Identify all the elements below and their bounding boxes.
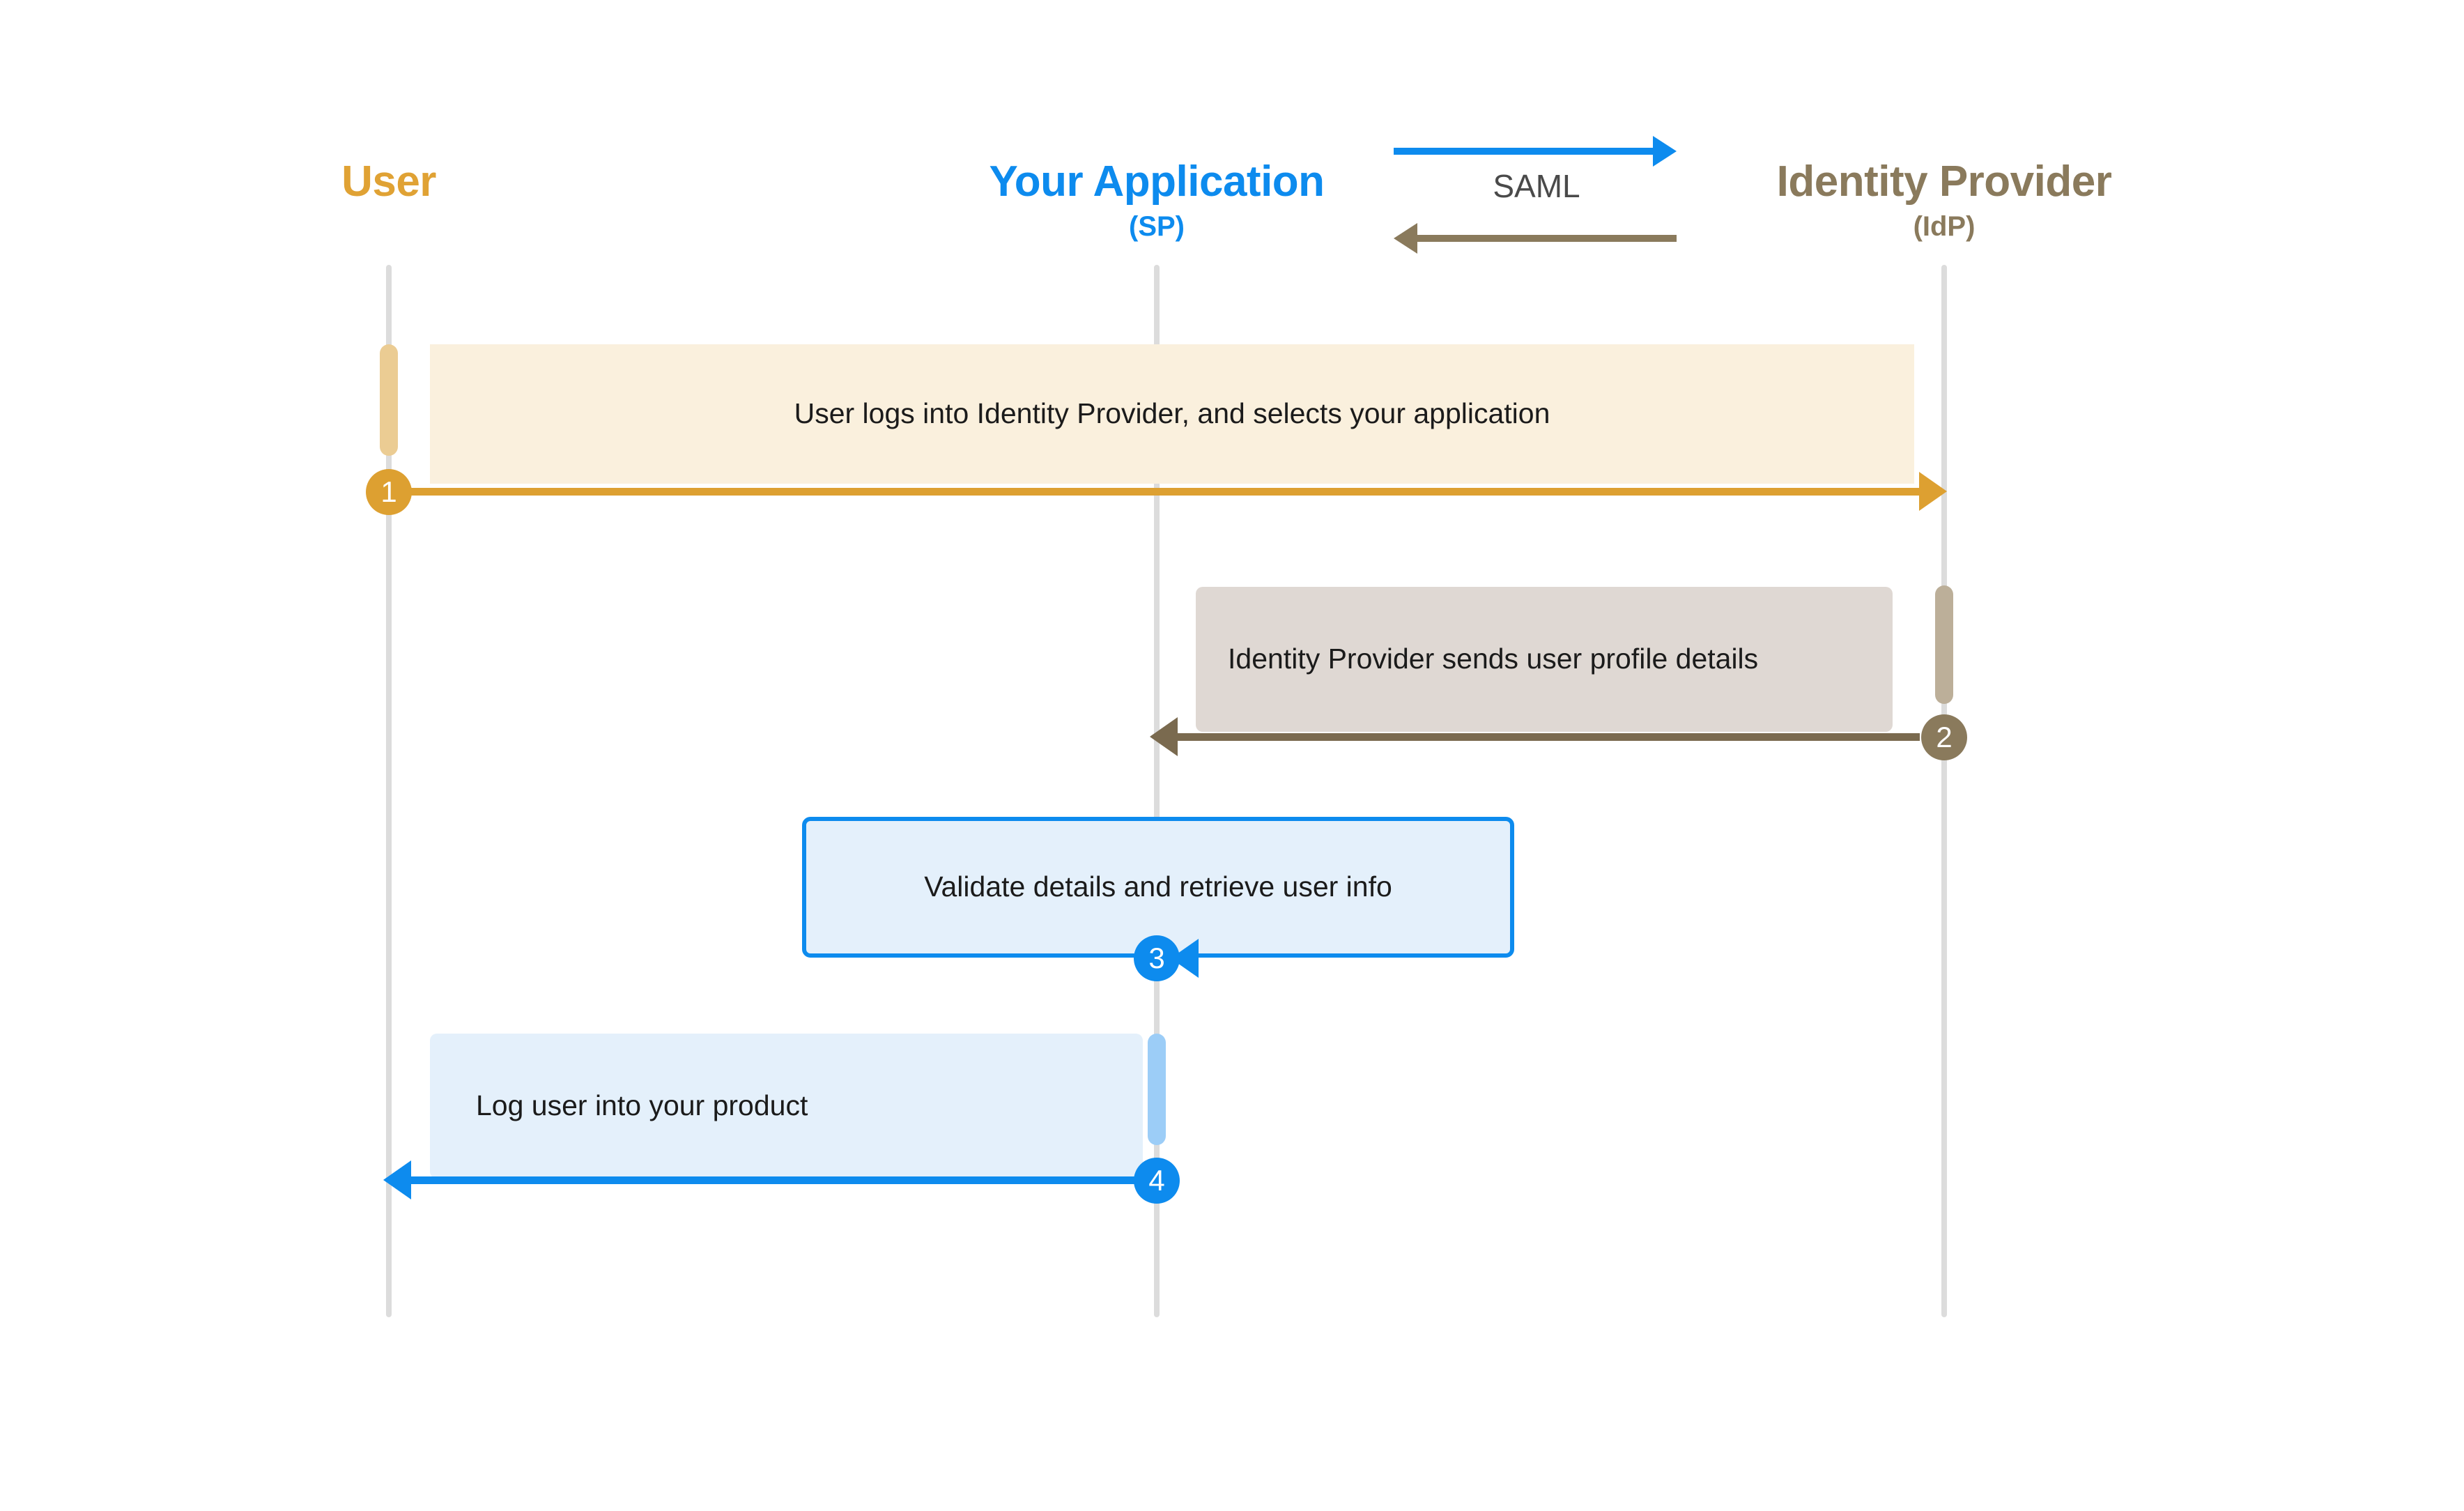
message-arrow-step-2 — [1178, 733, 1920, 741]
activation-bar-app-step4 — [1148, 1034, 1166, 1145]
note-step-1: User logs into Identity Provider, and se… — [430, 344, 1914, 484]
message-arrow-step-4 — [411, 1176, 1160, 1184]
arrow-head-right-icon-step-1 — [1919, 472, 1947, 511]
saml-request-arrow-head-icon — [1653, 136, 1677, 167]
saml-response-arrow-head-icon — [1394, 223, 1417, 254]
note-step-2: Identity Provider sends user profile det… — [1196, 587, 1893, 732]
saml-response-arrow-line — [1417, 235, 1677, 242]
arrow-head-left-icon-step-4 — [383, 1160, 411, 1199]
note-step-1-text: User logs into Identity Provider, and se… — [794, 397, 1550, 430]
step-number-badge-1-label: 1 — [380, 475, 397, 508]
step-number-badge-2[interactable]: 2 — [1921, 714, 1967, 760]
note-step-2-text: Identity Provider sends user profile det… — [1228, 643, 1759, 675]
activation-bar-user-step1 — [380, 344, 398, 456]
lane-header-user: User — [341, 159, 436, 204]
lane-subtitle-idp: (IdP) — [1913, 211, 1976, 243]
lifeline-user — [386, 265, 392, 1317]
arrow-head-left-icon-step-2 — [1150, 717, 1178, 756]
activation-bar-idp-step2 — [1935, 585, 1953, 704]
note-step-3-text: Validate details and retrieve user info — [924, 870, 1392, 903]
note-step-3: Validate details and retrieve user info — [802, 817, 1514, 958]
step-number-badge-4[interactable]: 4 — [1134, 1158, 1180, 1204]
step-number-badge-3[interactable]: 3 — [1134, 935, 1180, 981]
saml-legend-label: SAML — [1493, 168, 1580, 204]
lane-header-identity-provider: Identity Provider (IdP) — [1777, 159, 2112, 242]
note-step-4-text: Log user into your product — [476, 1089, 808, 1122]
step-number-badge-1[interactable]: 1 — [366, 469, 412, 515]
message-arrow-step-1 — [389, 488, 1919, 496]
lane-title-identity-provider: Identity Provider — [1776, 158, 2112, 206]
lifeline-your-application — [1154, 265, 1160, 1317]
lane-header-your-application: Your Application (SP) — [989, 158, 1325, 243]
lane-subtitle-sp: (SP) — [1128, 211, 1185, 243]
lane-title-user: User — [341, 158, 436, 206]
step-number-badge-4-label: 4 — [1148, 1164, 1165, 1197]
step-number-badge-2-label: 2 — [1936, 721, 1953, 753]
note-step-4: Log user into your product — [430, 1034, 1143, 1179]
saml-request-arrow-line — [1394, 148, 1653, 155]
lane-title-your-application: Your Application — [989, 158, 1325, 206]
lifeline-identity-provider — [1941, 265, 1947, 1317]
step-number-badge-3-label: 3 — [1148, 942, 1165, 974]
